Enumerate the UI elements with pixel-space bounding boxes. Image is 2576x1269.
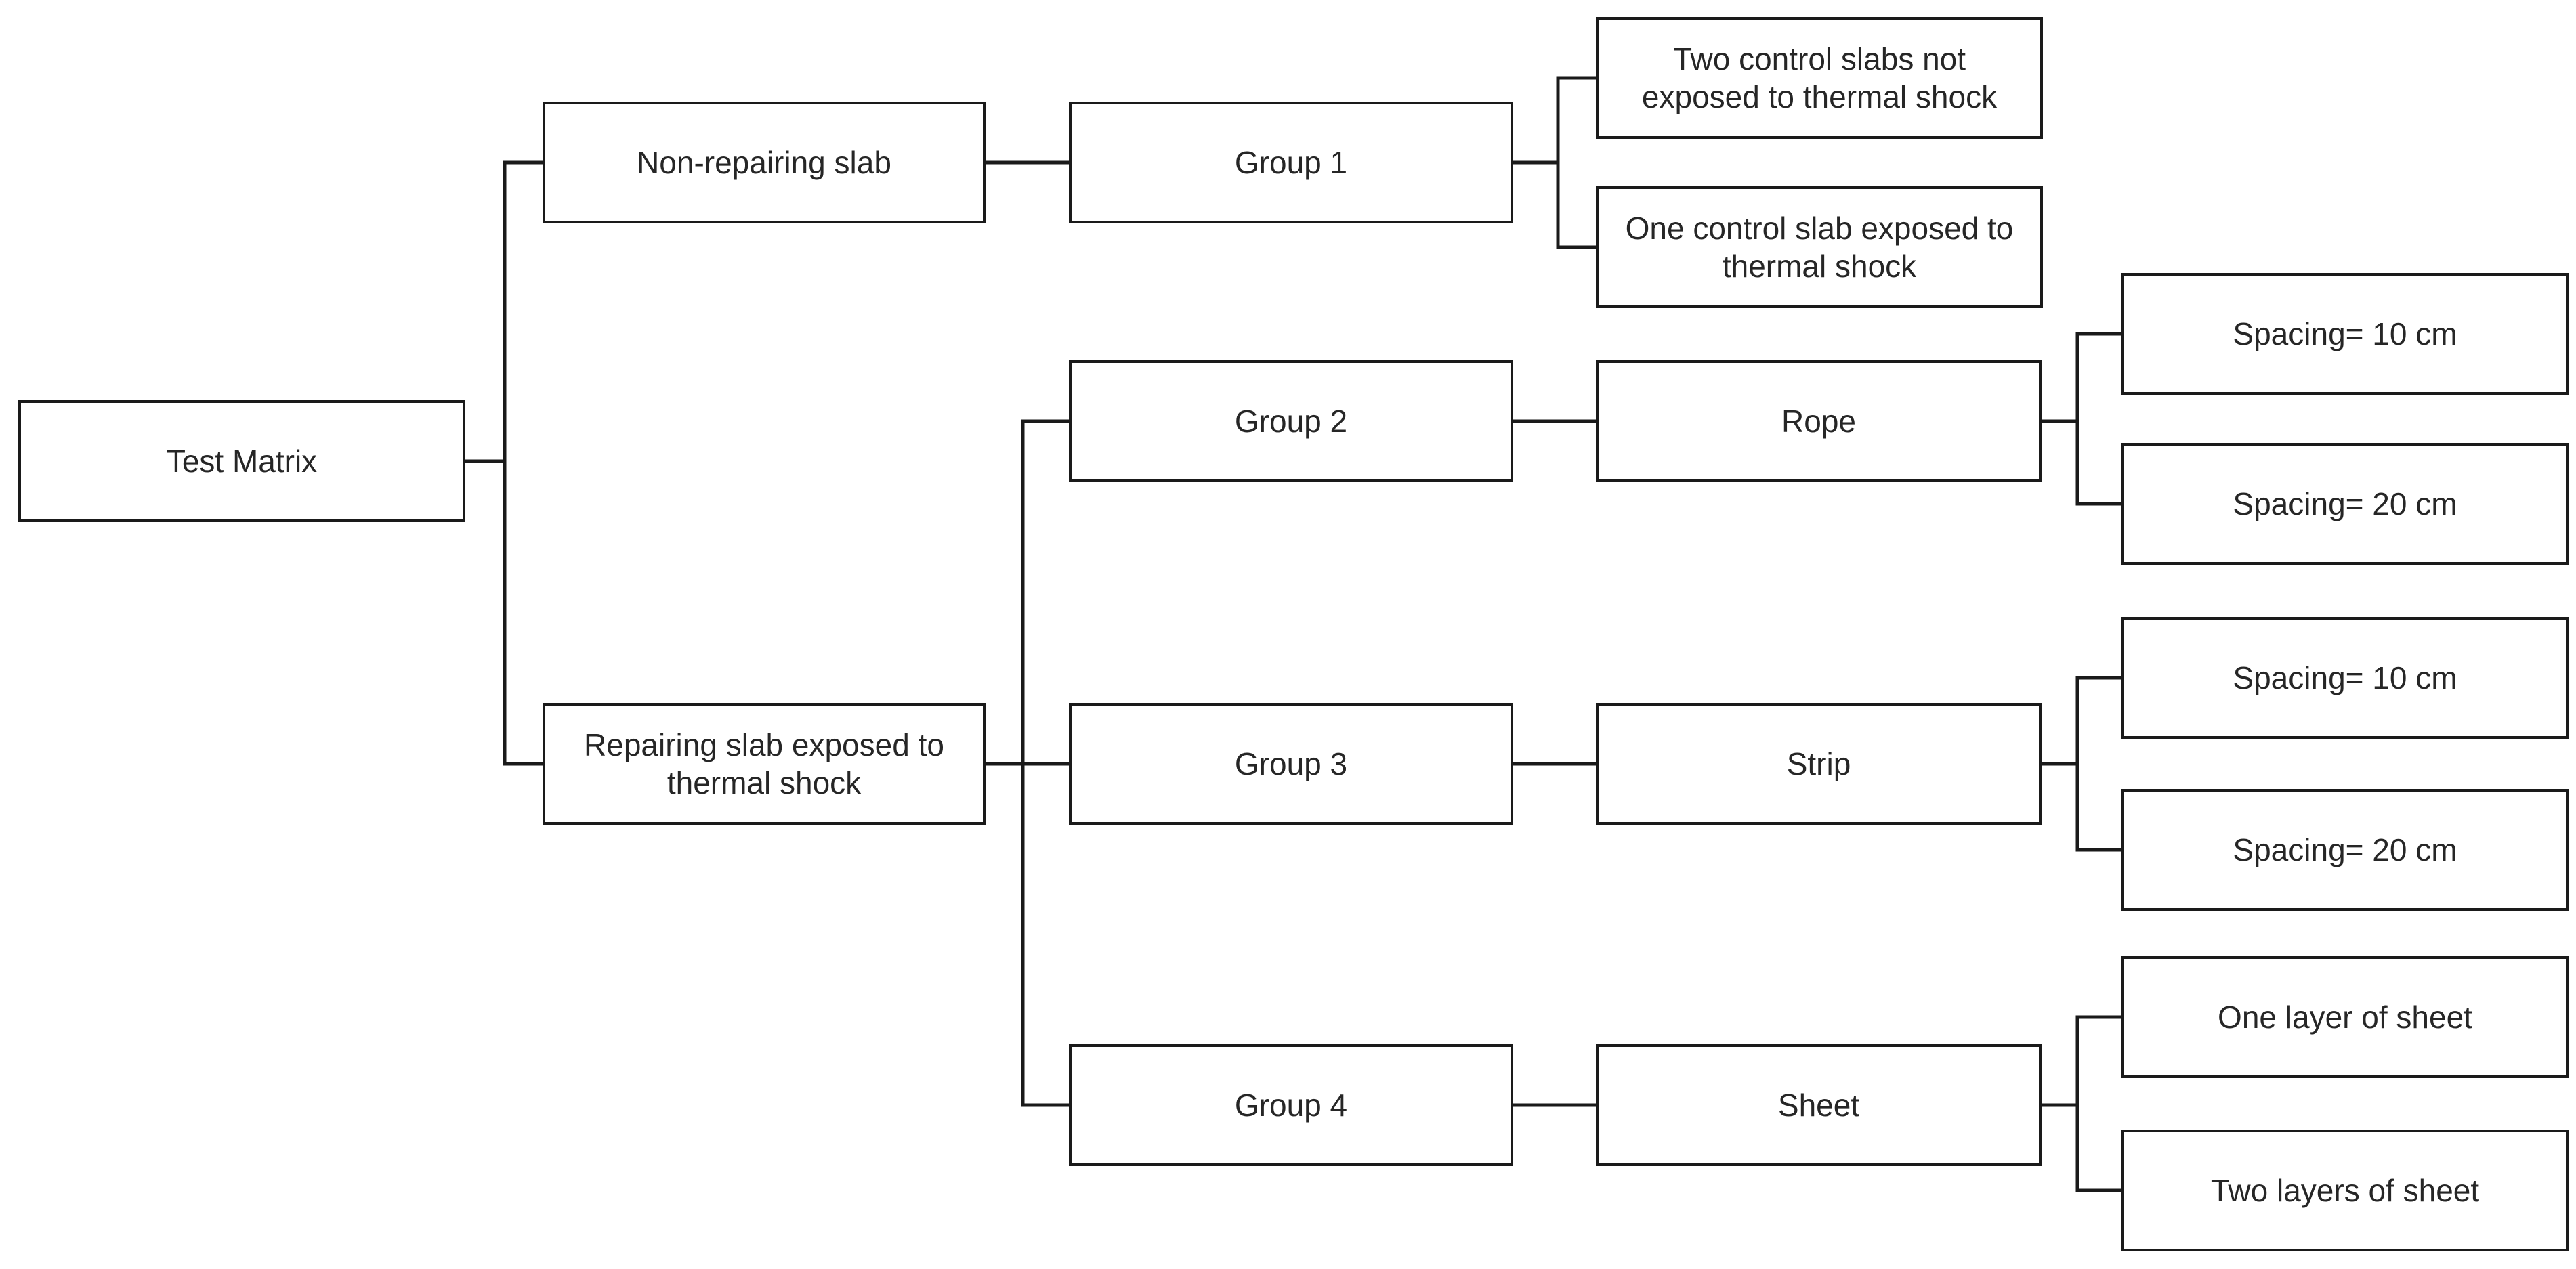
node-rope-spacing-20-label: Spacing= 20 cm [2233,486,2457,521]
connector-root-split [463,160,545,766]
node-strip-spacing-10-label: Spacing= 10 cm [2233,660,2457,695]
node-rope-label: Rope [1781,403,1856,439]
node-group-3: Group 3 [1069,703,1513,825]
node-two-control-slabs: Two control slabs not exposed to thermal… [1596,17,2043,139]
node-group-4: Group 4 [1069,1044,1513,1166]
node-two-control-slabs-label: Two control slabs not exposed to thermal… [1641,41,1998,114]
node-test-matrix: Test Matrix [18,400,465,522]
node-strip: Strip [1596,703,2042,825]
node-group-2: Group 2 [1069,360,1513,482]
node-repairing-slab: Repairing slab exposed to thermal shock [543,703,986,825]
node-strip-label: Strip [1786,746,1851,781]
node-group-1: Group 1 [1069,102,1513,223]
node-rope-spacing-20: Spacing= 20 cm [2121,443,2569,565]
node-sheet: Sheet [1596,1044,2042,1166]
connector-group1-bracket [1511,76,1598,249]
node-one-control-slab-label: One control slab exposed to thermal shoc… [1625,210,2014,284]
node-strip-spacing-10: Spacing= 10 cm [2121,617,2569,739]
node-strip-spacing-20-label: Spacing= 20 cm [2233,832,2457,867]
connector-rope-bracket [2040,332,2124,506]
node-sheet-label: Sheet [1777,1087,1860,1123]
node-group-2-label: Group 2 [1234,403,1348,439]
node-repairing-slab-label: Repairing slab exposed to thermal shock [584,727,944,800]
node-two-layers-of-sheet: Two layers of sheet [2121,1130,2569,1251]
node-group-4-label: Group 4 [1234,1087,1348,1123]
node-rope: Rope [1596,360,2042,482]
node-one-control-slab: One control slab exposed to thermal shoc… [1596,186,2043,308]
node-one-layer-of-sheet-label: One layer of sheet [2218,999,2472,1035]
node-group-1-label: Group 1 [1234,144,1348,180]
node-test-matrix-label: Test Matrix [166,443,318,479]
node-two-layers-of-sheet-label: Two layers of sheet [2210,1172,2480,1208]
connector-strip-bracket [2040,676,2124,852]
node-group-3-label: Group 3 [1234,746,1348,781]
connector-sheet-bracket [2040,1015,2124,1192]
connector-repairing-trunk [984,419,1071,1107]
node-one-layer-of-sheet: One layer of sheet [2121,956,2569,1078]
node-non-repairing-slab-label: Non-repairing slab [637,144,891,180]
node-non-repairing-slab: Non-repairing slab [543,102,986,223]
node-strip-spacing-20: Spacing= 20 cm [2121,789,2569,911]
node-rope-spacing-10: Spacing= 10 cm [2121,273,2569,395]
node-rope-spacing-10-label: Spacing= 10 cm [2233,316,2457,351]
